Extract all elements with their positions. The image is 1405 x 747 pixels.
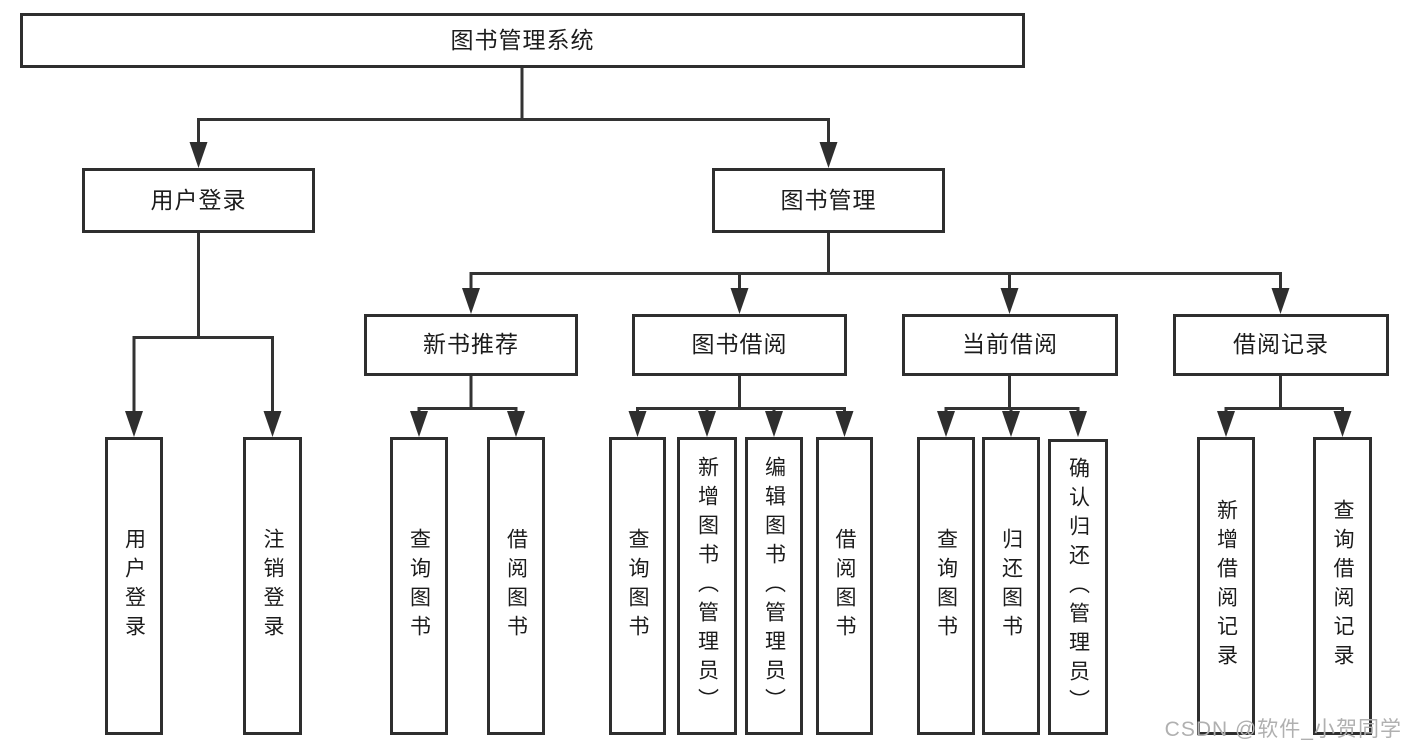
leaf-confirm-return-admin: 确认归还（管理员）: [1048, 439, 1108, 735]
connector-userlogin-split: [132, 233, 274, 421]
node-label: 用户登录: [122, 528, 146, 644]
node-label: 查询图书: [626, 528, 649, 644]
leaf-add-borrow-record: 新增借阅记录: [1197, 437, 1255, 735]
connector-level2-rail: [197, 118, 830, 150]
leaf-query-borrow-record: 查询借阅记录: [1313, 437, 1372, 735]
node-label: 归还图书: [999, 528, 1023, 644]
node-label: 当前借阅: [962, 331, 1058, 358]
node-book-management: 图书管理: [712, 168, 945, 233]
connector-level3-rail: [469, 233, 1282, 296]
node-label: 新增借阅记录: [1214, 499, 1238, 673]
node-label: 新书推荐: [423, 331, 519, 358]
node-user-login: 用户登录: [82, 168, 315, 233]
node-book-borrowing: 图书借阅: [632, 314, 847, 376]
node-new-book-recommend: 新书推荐: [364, 314, 578, 376]
node-label: 查询借阅记录: [1331, 499, 1354, 673]
node-label: 确认归还（管理员）: [1066, 456, 1090, 718]
leaf-logout: 注销登录: [243, 437, 302, 735]
node-label: 用户登录: [150, 186, 247, 213]
connector-newbook-split: [417, 376, 518, 421]
arrowheads: [125, 142, 1352, 437]
leaf-borrow-books-recommend: 借阅图书: [487, 437, 545, 735]
leaf-borrow-books: 借阅图书: [816, 437, 873, 735]
node-label: 借阅图书: [833, 528, 856, 644]
node-label: 图书管理: [780, 186, 877, 213]
leaf-return-books: 归还图书: [982, 437, 1040, 735]
node-label: 图书借阅: [691, 331, 788, 358]
node-label: 查询图书: [934, 528, 958, 644]
leaf-user-login: 用户登录: [105, 437, 163, 735]
connector-records-split: [1224, 376, 1344, 421]
leaf-add-books-admin: 新增图书（管理员）: [677, 437, 737, 735]
node-label: 编辑图书（管理员）: [762, 455, 786, 717]
node-borrowing-records: 借阅记录: [1173, 314, 1389, 376]
leaf-query-books-borrowing: 查询图书: [609, 437, 666, 735]
node-label: 借阅记录: [1233, 331, 1329, 358]
csdn-watermark: CSDN @软件_小贺同学: [1164, 718, 1402, 741]
node-label: 图书管理系统: [450, 26, 595, 53]
leaf-query-books-recommend: 查询图书: [390, 437, 448, 735]
node-label: 新增图书（管理员）: [695, 455, 719, 717]
node-library-management-system: 图书管理系统: [20, 13, 1025, 68]
node-current-borrowing: 当前借阅: [902, 314, 1118, 376]
node-label: 注销登录: [261, 528, 284, 644]
node-label: 查询图书: [407, 528, 431, 644]
connector-bookborrow-split: [636, 376, 846, 421]
leaf-edit-books-admin: 编辑图书（管理员）: [745, 437, 803, 735]
node-label: 借阅图书: [504, 528, 528, 644]
leaf-query-books-current: 查询图书: [917, 437, 975, 735]
